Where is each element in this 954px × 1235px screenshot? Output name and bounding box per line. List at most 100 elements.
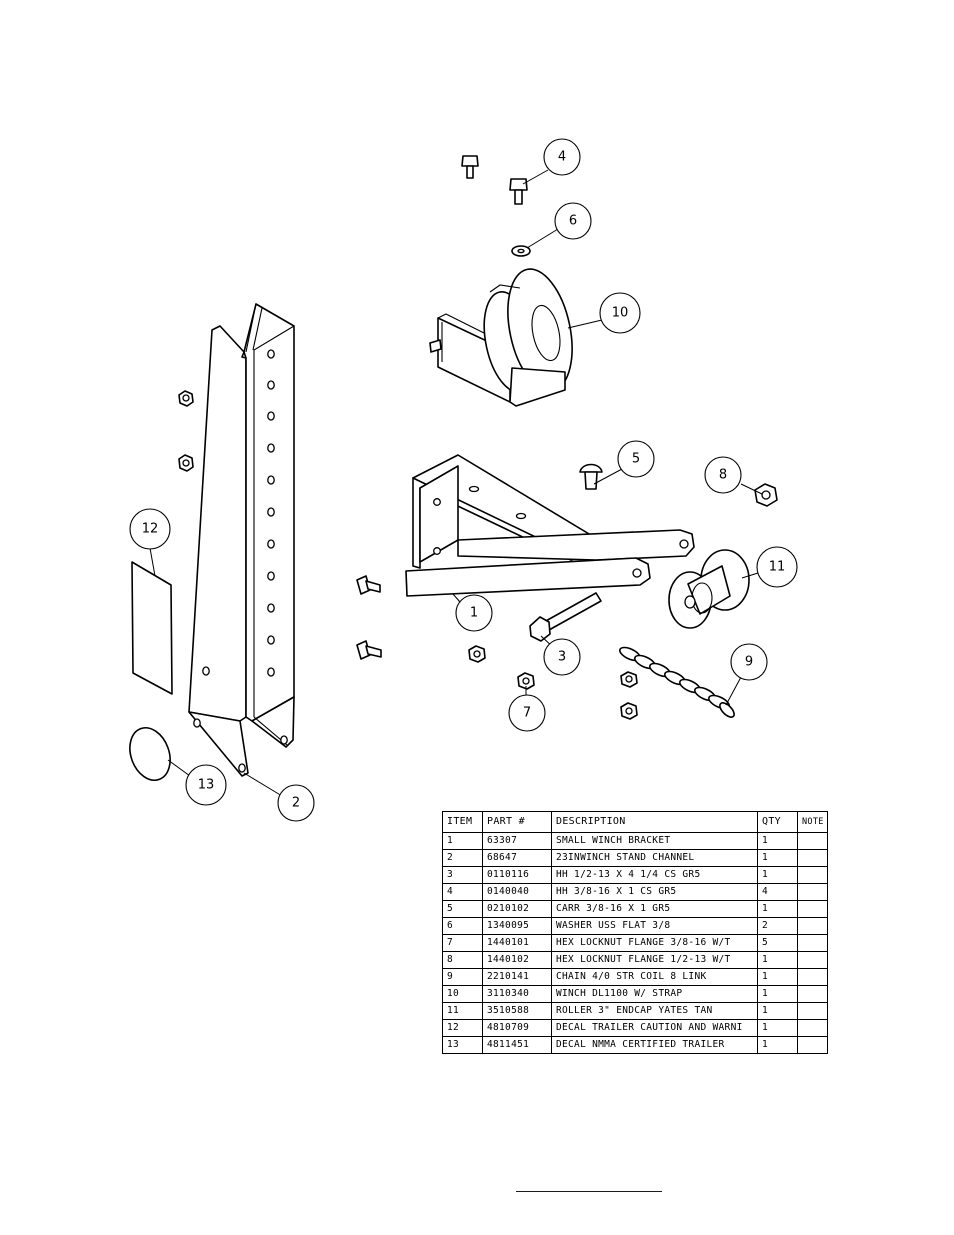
bom-item: 9 xyxy=(442,968,483,986)
bom-header-description: DESCRIPTION xyxy=(551,811,758,833)
table-row: 10 3110340 WINCH DL1100 W/ STRAP 1 xyxy=(442,985,828,1003)
bill-of-materials-table: ITEM PART # DESCRIPTION QTY NOTE 1 63307… xyxy=(442,811,828,1054)
callout-leaders xyxy=(149,169,763,797)
hex-bolt-part xyxy=(356,575,381,595)
bom-description: DECAL TRAILER CAUTION AND WARNI xyxy=(551,1019,758,1037)
table-row: 8 1440102 HEX LOCKNUT FLANGE 1/2-13 W/T … xyxy=(442,951,828,969)
bom-note xyxy=(797,951,828,969)
bom-item: 5 xyxy=(442,900,483,918)
bom-header-part: PART # xyxy=(482,811,552,833)
bom-note xyxy=(797,985,828,1003)
svg-text:7: 7 xyxy=(523,706,531,721)
bom-description: WINCH DL1100 W/ STRAP xyxy=(551,985,758,1003)
bom-qty: 1 xyxy=(757,832,798,850)
bom-note xyxy=(797,900,828,918)
winch-bracket-part xyxy=(405,454,695,597)
svg-text:2: 2 xyxy=(292,796,300,811)
bom-qty: 2 xyxy=(757,917,798,935)
long-hex-bolt-part xyxy=(529,592,602,642)
svg-text:11: 11 xyxy=(769,560,786,575)
table-row: 12 4810709 DECAL TRAILER CAUTION AND WAR… xyxy=(442,1019,828,1037)
bom-item: 6 xyxy=(442,917,483,935)
svg-text:4: 4 xyxy=(558,150,566,165)
svg-text:1: 1 xyxy=(470,606,478,621)
table-row: 2 68647 23INWINCH STAND CHANNEL 1 xyxy=(442,849,828,867)
bom-qty: 1 xyxy=(757,968,798,986)
bom-note xyxy=(797,917,828,935)
callout-3: 3 xyxy=(543,638,581,676)
bom-note xyxy=(797,1036,828,1054)
flange-nut-part xyxy=(178,390,194,407)
svg-text:13: 13 xyxy=(198,778,215,793)
bom-qty: 1 xyxy=(757,1002,798,1020)
bom-item: 1 xyxy=(442,832,483,850)
bom-part-number: 3510588 xyxy=(482,1002,552,1020)
bom-qty: 4 xyxy=(757,883,798,901)
footer-hyperlink-underline[interactable] xyxy=(516,1191,662,1192)
bom-qty: 1 xyxy=(757,1019,798,1037)
caution-decal-part xyxy=(131,561,173,695)
bom-item: 11 xyxy=(442,1002,483,1020)
stand-channel-part xyxy=(188,303,295,777)
table-row: 1 63307 SMALL WINCH BRACKET 1 xyxy=(442,832,828,850)
callout-10: 10 xyxy=(599,292,641,334)
callout-4: 4 xyxy=(543,138,581,176)
callout-5: 5 xyxy=(617,440,655,478)
callout-11: 11 xyxy=(756,546,798,588)
bom-description: ROLLER 3" ENDCAP YATES TAN xyxy=(551,1002,758,1020)
flange-nut-part xyxy=(620,702,638,720)
bom-part-number: 0110116 xyxy=(482,866,552,884)
flat-washer-part xyxy=(511,245,531,257)
bom-part-number: 0140040 xyxy=(482,883,552,901)
bom-description: HEX LOCKNUT FLANGE 1/2-13 W/T xyxy=(551,951,758,969)
table-row: 4 0140040 HH 3/8-16 X 1 CS GR5 4 xyxy=(442,883,828,901)
bom-item: 7 xyxy=(442,934,483,952)
bom-item: 2 xyxy=(442,849,483,867)
bom-qty: 5 xyxy=(757,934,798,952)
bom-note xyxy=(797,849,828,867)
bom-part-number: 3110340 xyxy=(482,985,552,1003)
bom-part-number: 63307 xyxy=(482,832,552,850)
bom-part-number: 1440102 xyxy=(482,951,552,969)
roller-part xyxy=(668,549,750,629)
bom-description: 23INWINCH STAND CHANNEL xyxy=(551,849,758,867)
bom-qty: 1 xyxy=(757,1036,798,1054)
bom-description: CARR 3/8-16 X 1 GR5 xyxy=(551,900,758,918)
bom-part-number: 1440101 xyxy=(482,934,552,952)
bom-description: HEX LOCKNUT FLANGE 3/8-16 W/T xyxy=(551,934,758,952)
bom-note xyxy=(797,866,828,884)
bom-header-qty: QTY xyxy=(757,811,798,833)
callout-2: 2 xyxy=(277,784,315,822)
bom-header-item: ITEM xyxy=(442,811,483,833)
bom-item: 8 xyxy=(442,951,483,969)
bom-item: 3 xyxy=(442,866,483,884)
table-row: 13 4811451 DECAL NMMA CERTIFIED TRAILER … xyxy=(442,1036,828,1054)
table-row: 7 1440101 HEX LOCKNUT FLANGE 3/8-16 W/T … xyxy=(442,934,828,952)
bom-item: 12 xyxy=(442,1019,483,1037)
table-row: 5 0210102 CARR 3/8-16 X 1 GR5 1 xyxy=(442,900,828,918)
bom-part-number: 0210102 xyxy=(482,900,552,918)
flange-nut-part xyxy=(468,645,486,663)
bom-note xyxy=(797,1002,828,1020)
svg-text:6: 6 xyxy=(569,214,577,229)
hex-bolt-part xyxy=(356,640,382,660)
table-row: 9 2210141 CHAIN 4/0 STR COIL 8 LINK 1 xyxy=(442,968,828,986)
bom-note xyxy=(797,883,828,901)
svg-text:9: 9 xyxy=(745,655,753,670)
bom-description: HH 1/2-13 X 4 1/4 CS GR5 xyxy=(551,866,758,884)
bom-note xyxy=(797,1019,828,1037)
callout-6: 6 xyxy=(554,202,592,240)
hex-bolt-part xyxy=(461,155,479,179)
svg-text:12: 12 xyxy=(142,522,159,537)
callout-9: 9 xyxy=(730,643,768,681)
bom-header-note: NOTE xyxy=(797,811,828,833)
bom-part-number: 4810709 xyxy=(482,1019,552,1037)
svg-text:8: 8 xyxy=(719,468,727,483)
bom-description: SMALL WINCH BRACKET xyxy=(551,832,758,850)
bom-note xyxy=(797,968,828,986)
chain-part xyxy=(619,646,735,718)
flange-nut-part xyxy=(178,454,194,472)
flange-nut-part xyxy=(620,671,638,688)
table-row: 11 3510588 ROLLER 3" ENDCAP YATES TAN 1 xyxy=(442,1002,828,1020)
